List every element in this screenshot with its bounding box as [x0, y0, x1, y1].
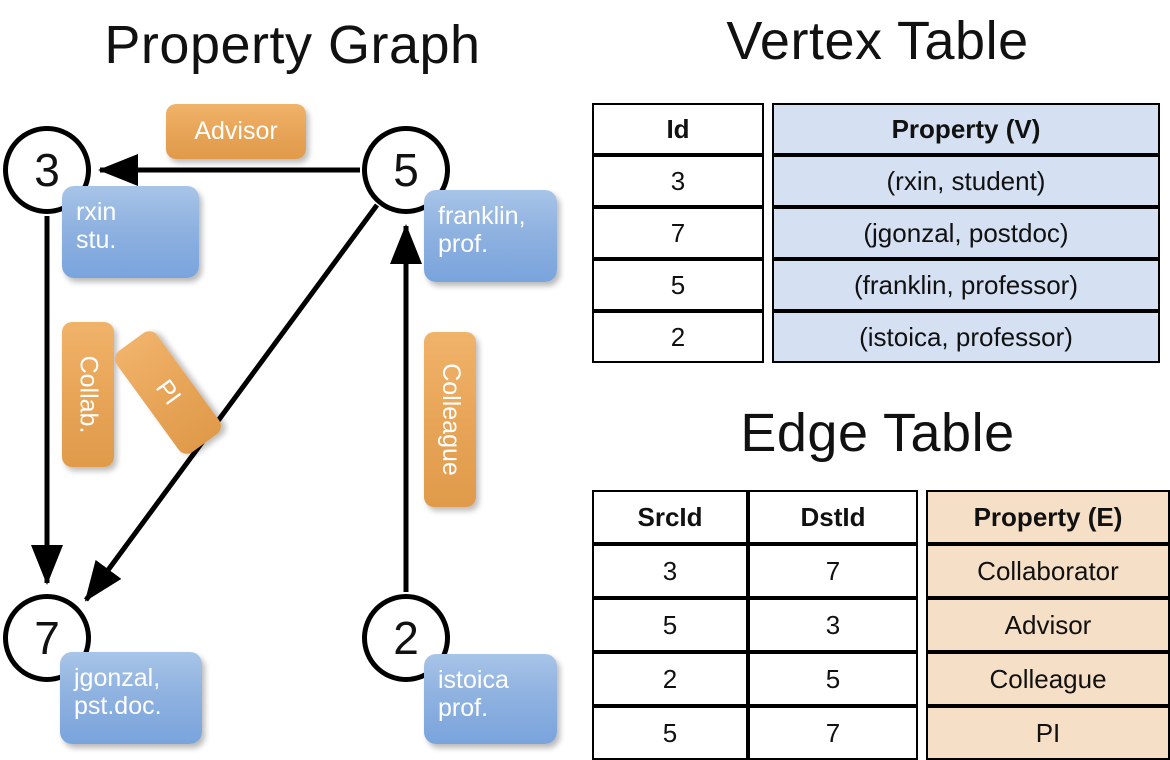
- edge-table-cell-property: PI: [926, 706, 1170, 760]
- table-row: 7 (jgonzal, postdoc): [592, 207, 1160, 259]
- vertex-node-5-label: 5: [393, 144, 419, 196]
- vertex-property-box-5-line1: franklin,: [438, 202, 526, 230]
- table-row: 5 7 PI: [592, 706, 1170, 760]
- vertex-table-column-gap: [764, 103, 772, 155]
- edge-table-cell-srcid: 3: [592, 544, 748, 598]
- vertex-property-box-3-line2: stu.: [76, 226, 117, 254]
- vertex-property-box-7-line2: pst.doc.: [74, 692, 162, 720]
- edge-table-cell-srcid: 5: [592, 598, 748, 652]
- property-graph-panel: Property Graph 3 5 7 2 rxin stu. frankli…: [3, 15, 557, 744]
- vertex-node-3-label: 3: [34, 144, 60, 196]
- edge-table-column-gap: [918, 706, 926, 760]
- edge-table-cell-dstid: 7: [748, 706, 918, 760]
- edge-table-header-row: SrcId DstId Property (E): [592, 490, 1170, 544]
- graph-edges-svg: [31, 154, 422, 602]
- edge-table-cell-property: Colleague: [926, 652, 1170, 706]
- edge-table-cell-property: Advisor: [926, 598, 1170, 652]
- vertex-table-cell-id: 7: [592, 207, 764, 259]
- vertex-property-box-7: jgonzal, pst.doc.: [60, 652, 202, 744]
- edge-label-advisor: Advisor: [166, 104, 306, 159]
- edge-table-cell-srcid: 5: [592, 706, 748, 760]
- vertex-table-cell-property: (jgonzal, postdoc): [772, 207, 1160, 259]
- edge-label-advisor-text: Advisor: [194, 117, 278, 145]
- vertex-node-7-label: 7: [34, 612, 60, 664]
- edge-table: SrcId DstId Property (E) 3 7 Collaborato…: [592, 490, 1170, 760]
- vertex-property-box-2-line1: istoica: [438, 666, 509, 694]
- vertex-table-column-gap: [764, 259, 772, 311]
- vertex-table-cell-id: 3: [592, 155, 764, 207]
- table-row: 2 (istoica, professor): [592, 311, 1160, 363]
- edge-table-column-gap: [918, 652, 926, 706]
- edge-table-header-property: Property (E): [926, 490, 1170, 544]
- vertex-table-cell-property: (rxin, student): [772, 155, 1160, 207]
- edge-label-collab: Collab.: [62, 322, 114, 467]
- page-title-edge-table: Edge Table: [740, 403, 1015, 463]
- edge-table-cell-srcid: 2: [592, 652, 748, 706]
- vertex-property-box-5-line2: prof.: [438, 230, 489, 258]
- vertex-table-cell-property: (istoica, professor): [772, 311, 1160, 363]
- vertex-table-cell-id: 5: [592, 259, 764, 311]
- vertex-table-column-gap: [764, 311, 772, 363]
- vertex-table-column-gap: [764, 207, 772, 259]
- edge-table-column-gap: [918, 598, 926, 652]
- edge-label-pi-text: PI: [150, 374, 187, 410]
- edge-label-colleague: Colleague: [424, 332, 476, 507]
- vertex-node-5[interactable]: 5: [362, 126, 450, 214]
- table-row: 5 3 Advisor: [592, 598, 1170, 652]
- edge-table-header-srcid: SrcId: [592, 490, 748, 544]
- table-row: 3 (rxin, student): [592, 155, 1160, 207]
- edge-label-colleague-text: Colleague: [436, 363, 465, 476]
- vertex-table-header-property: Property (V): [772, 103, 1160, 155]
- vertex-property-box-2-line2: prof.: [438, 694, 489, 722]
- edge-table-cell-dstid: 5: [748, 652, 918, 706]
- edge-table-cell-dstid: 3: [748, 598, 918, 652]
- vertex-property-box-7-line1: jgonzal,: [74, 664, 161, 692]
- vertex-table-header-id: Id: [592, 103, 764, 155]
- table-row: 5 (franklin, professor): [592, 259, 1160, 311]
- vertex-property-box-3: rxin stu.: [62, 186, 199, 278]
- vertex-property-box-3-line1: rxin: [76, 198, 117, 226]
- page-title-property-graph: Property Graph: [104, 15, 481, 75]
- table-row: 2 5 Colleague: [592, 652, 1170, 706]
- vertex-table-column-gap: [764, 155, 772, 207]
- vertex-table: Id Property (V) 3 (rxin, student) 7 (jgo…: [592, 103, 1160, 363]
- vertex-table-cell-property: (franklin, professor): [772, 259, 1160, 311]
- vertex-node-2-label: 2: [393, 612, 419, 664]
- vertex-node-2[interactable]: 2: [362, 594, 450, 682]
- page-title-vertex-table: Vertex Table: [726, 11, 1029, 71]
- edge-table-cell-dstid: 7: [748, 544, 918, 598]
- edge-table-cell-property: Collaborator: [926, 544, 1170, 598]
- edge-table-column-gap: [918, 544, 926, 598]
- edge-5-to-7: [83, 203, 380, 602]
- table-row: 3 7 Collaborator: [592, 544, 1170, 598]
- edge-table-header-dstid: DstId: [748, 490, 918, 544]
- edge-table-column-gap: [918, 490, 926, 544]
- vertex-table-cell-id: 2: [592, 311, 764, 363]
- vertex-property-box-2: istoica prof.: [424, 654, 557, 744]
- vertex-property-box-5: franklin, prof.: [424, 190, 557, 282]
- vertex-table-header-row: Id Property (V): [592, 103, 1160, 155]
- edge-label-collab-text: Collab.: [74, 355, 103, 434]
